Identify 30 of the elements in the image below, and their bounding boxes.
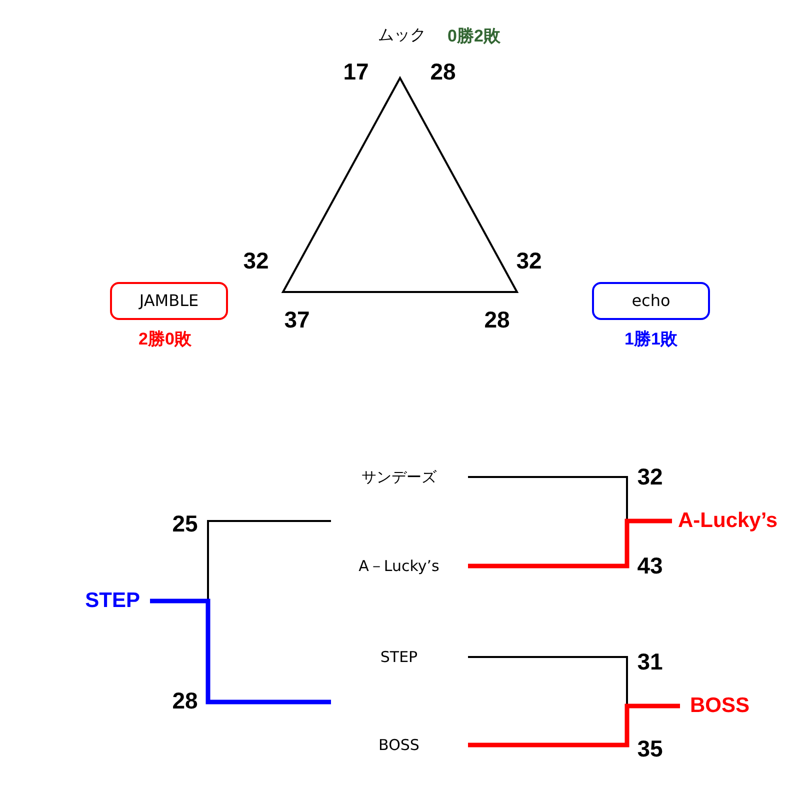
score: 32 [516, 248, 542, 274]
team-name: STEP [70, 586, 150, 616]
win-loss-record: 2勝0敗 [138, 328, 192, 350]
score: 31 [637, 648, 663, 676]
team-name: A－Lucky’s [330, 553, 468, 579]
score: 32 [243, 248, 269, 274]
score: 37 [284, 306, 310, 334]
win-loss-record: 0勝2敗 [448, 26, 500, 48]
team-name: A-Lucky’s [672, 506, 798, 536]
score: 25 [172, 510, 198, 538]
team-name: echo [632, 291, 670, 310]
team-name: ムック [366, 22, 438, 48]
team-name: STEP [330, 644, 468, 670]
bracket-line [150, 598, 331, 704]
team-name: BOSS [680, 691, 770, 721]
team-name: サンデーズ [330, 464, 468, 490]
score: 28 [430, 58, 456, 86]
team-box [110, 282, 228, 320]
team-name: JAMBLE [139, 291, 199, 310]
score: 35 [637, 736, 663, 762]
team-name: BOSS [330, 732, 468, 758]
bracket-line [468, 518, 672, 568]
score: 43 [637, 552, 663, 580]
score: 28 [484, 306, 510, 334]
win-loss-record: 1勝1敗 [624, 328, 678, 350]
bracket-line [468, 704, 680, 748]
score: 28 [172, 688, 198, 714]
score: 32 [637, 464, 663, 490]
score: 17 [343, 58, 369, 86]
team-box [592, 282, 710, 320]
